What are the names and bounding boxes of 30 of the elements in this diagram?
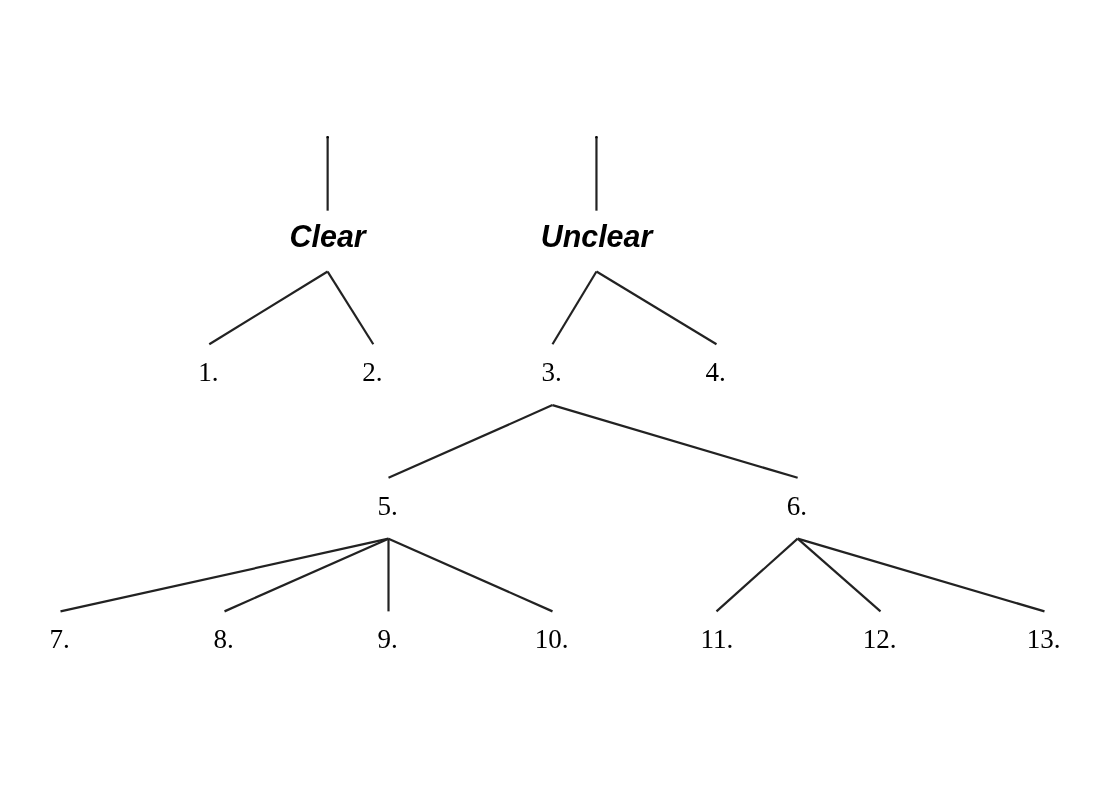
node-text: 5. — [377, 490, 398, 521]
connector — [552, 403, 798, 479]
node-text: 7. — [49, 623, 70, 654]
node-text: 10. — [534, 623, 569, 654]
connector — [797, 537, 1045, 612]
connector — [387, 538, 390, 611]
node-text: 8. — [213, 623, 234, 654]
connector — [388, 537, 553, 612]
node-text: 12. — [862, 623, 897, 654]
node-text: 2. — [362, 356, 383, 387]
connector — [551, 270, 598, 345]
node-text: 4. — [705, 356, 726, 387]
connector — [224, 537, 389, 612]
node-text: 11. — [700, 623, 734, 654]
node-text: Unclear — [540, 218, 653, 253]
connector — [326, 137, 329, 211]
connector — [595, 137, 598, 211]
connector — [326, 270, 375, 345]
node-text: 3. — [541, 356, 562, 387]
node-text: 9. — [377, 623, 398, 654]
node-text: Clear — [289, 218, 366, 253]
connector — [796, 537, 882, 612]
node-text: 1. — [198, 356, 219, 387]
connector — [715, 537, 799, 612]
connector — [388, 403, 553, 479]
connector — [208, 270, 329, 345]
node-text: 13. — [1026, 623, 1061, 654]
node-text: 6. — [786, 490, 807, 521]
connector — [595, 270, 718, 345]
connector — [60, 537, 389, 612]
